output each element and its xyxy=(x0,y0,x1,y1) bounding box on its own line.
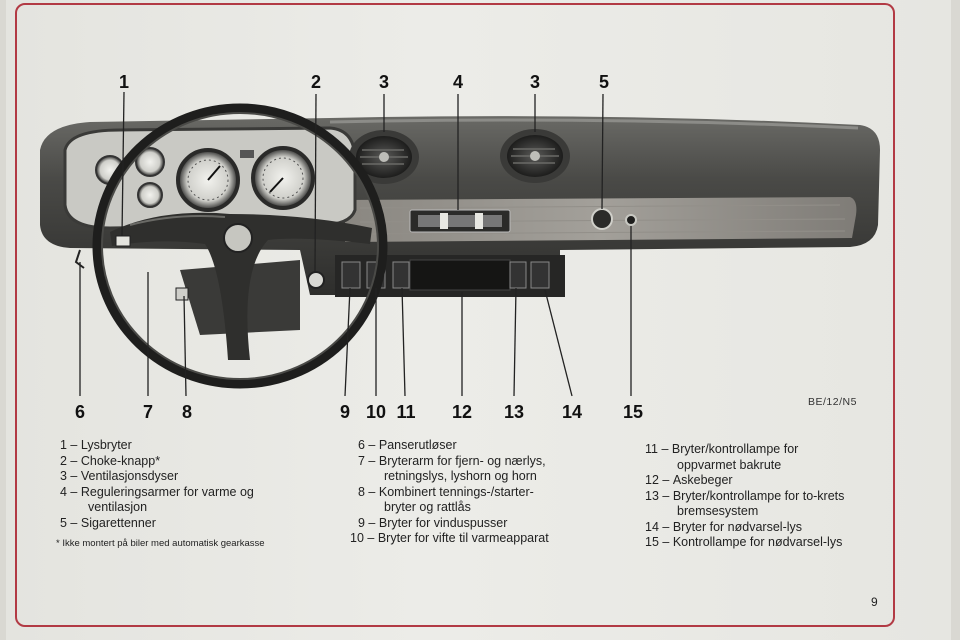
callout-4: 4 xyxy=(452,72,464,92)
legend-item-cont: retningslys, lyshorn og horn xyxy=(384,469,537,483)
legend-item: 6 – Panserutløser xyxy=(358,438,457,452)
legend-item: 15 – Kontrollampe for nødvarsel-lys xyxy=(645,535,843,549)
callout-14: 14 xyxy=(561,402,583,422)
heater-controls xyxy=(409,209,511,233)
lower-console xyxy=(307,255,565,297)
vent-right xyxy=(500,129,570,183)
callout-10: 10 xyxy=(365,402,387,422)
callout-15: 15 xyxy=(622,402,644,422)
ignition xyxy=(175,287,189,301)
legend-item-cont: oppvarmet bakrute xyxy=(677,457,782,472)
callout-3-left: 3 xyxy=(378,72,390,92)
legend-item: 4 – Reguleringsarmer for varme og xyxy=(60,484,254,499)
steering-wheel xyxy=(92,103,388,389)
light-switch xyxy=(115,235,131,247)
warning-lamp xyxy=(625,214,637,226)
callout-12: 12 xyxy=(451,402,473,422)
legend-item: 7 – Bryterarm for fjern- og nærlys, xyxy=(358,453,546,468)
legend-item: 14 – Bryter for nødvarsel-lys xyxy=(645,519,803,534)
legend-item: 9 – Bryter for vinduspusser xyxy=(358,515,508,530)
callout-9: 9 xyxy=(339,402,351,422)
hood-release xyxy=(74,249,85,269)
legend-item: 13 – Bryter/kontrollampe for to-krets xyxy=(645,488,845,503)
leader-lines xyxy=(79,91,632,397)
legend-middle: 6 – Panserutløser 7 – Bryterarm for fjer… xyxy=(350,438,648,547)
callout-6: 6 xyxy=(74,402,86,422)
figure-code: BE/12/N5 xyxy=(808,396,857,408)
callout-5: 5 xyxy=(598,72,610,92)
legend-item: 10 – Bryter for vifte til varmeapparat xyxy=(350,531,549,545)
callout-11: 11 xyxy=(396,402,416,422)
callout-1: 1 xyxy=(118,72,130,92)
callout-13: 13 xyxy=(503,402,525,422)
legend-left: 1 – Lysbryter 2 – Choke-knapp* 3 – Venti… xyxy=(60,438,340,531)
callout-2: 2 xyxy=(310,72,322,92)
callout-7: 7 xyxy=(142,402,154,422)
manual-page xyxy=(6,0,951,640)
legend-item: 2 – Choke-knapp* xyxy=(60,453,161,468)
vent-left xyxy=(349,130,419,184)
legend-item: 12 – Askebeger xyxy=(645,473,733,487)
legend-item: 8 – Kombinert tennings-/starter- xyxy=(358,484,534,499)
legend-item: 5 – Sigarettenner xyxy=(60,515,156,530)
legend-item-cont: ventilasjon xyxy=(88,500,148,514)
legend-right: 11 – Bryter/kontrollampe for oppvarmet b… xyxy=(645,442,890,551)
cigarette-lighter xyxy=(591,208,613,230)
callout-3-right: 3 xyxy=(529,72,541,92)
callout-8: 8 xyxy=(181,402,193,422)
legend-item-cont: bryter og rattlås xyxy=(384,500,471,514)
legend-item: 1 – Lysbryter xyxy=(60,438,132,452)
legend-item: 11 – Bryter/kontrollampe for xyxy=(645,442,799,456)
legend-item-cont: bremsesystem xyxy=(677,504,759,518)
page-number: 9 xyxy=(871,595,878,609)
legend-item: 3 – Ventilasjonsdyser xyxy=(60,469,179,483)
page-frame xyxy=(15,3,895,627)
footnote: * Ikke montert på biler med automatisk g… xyxy=(56,538,265,549)
